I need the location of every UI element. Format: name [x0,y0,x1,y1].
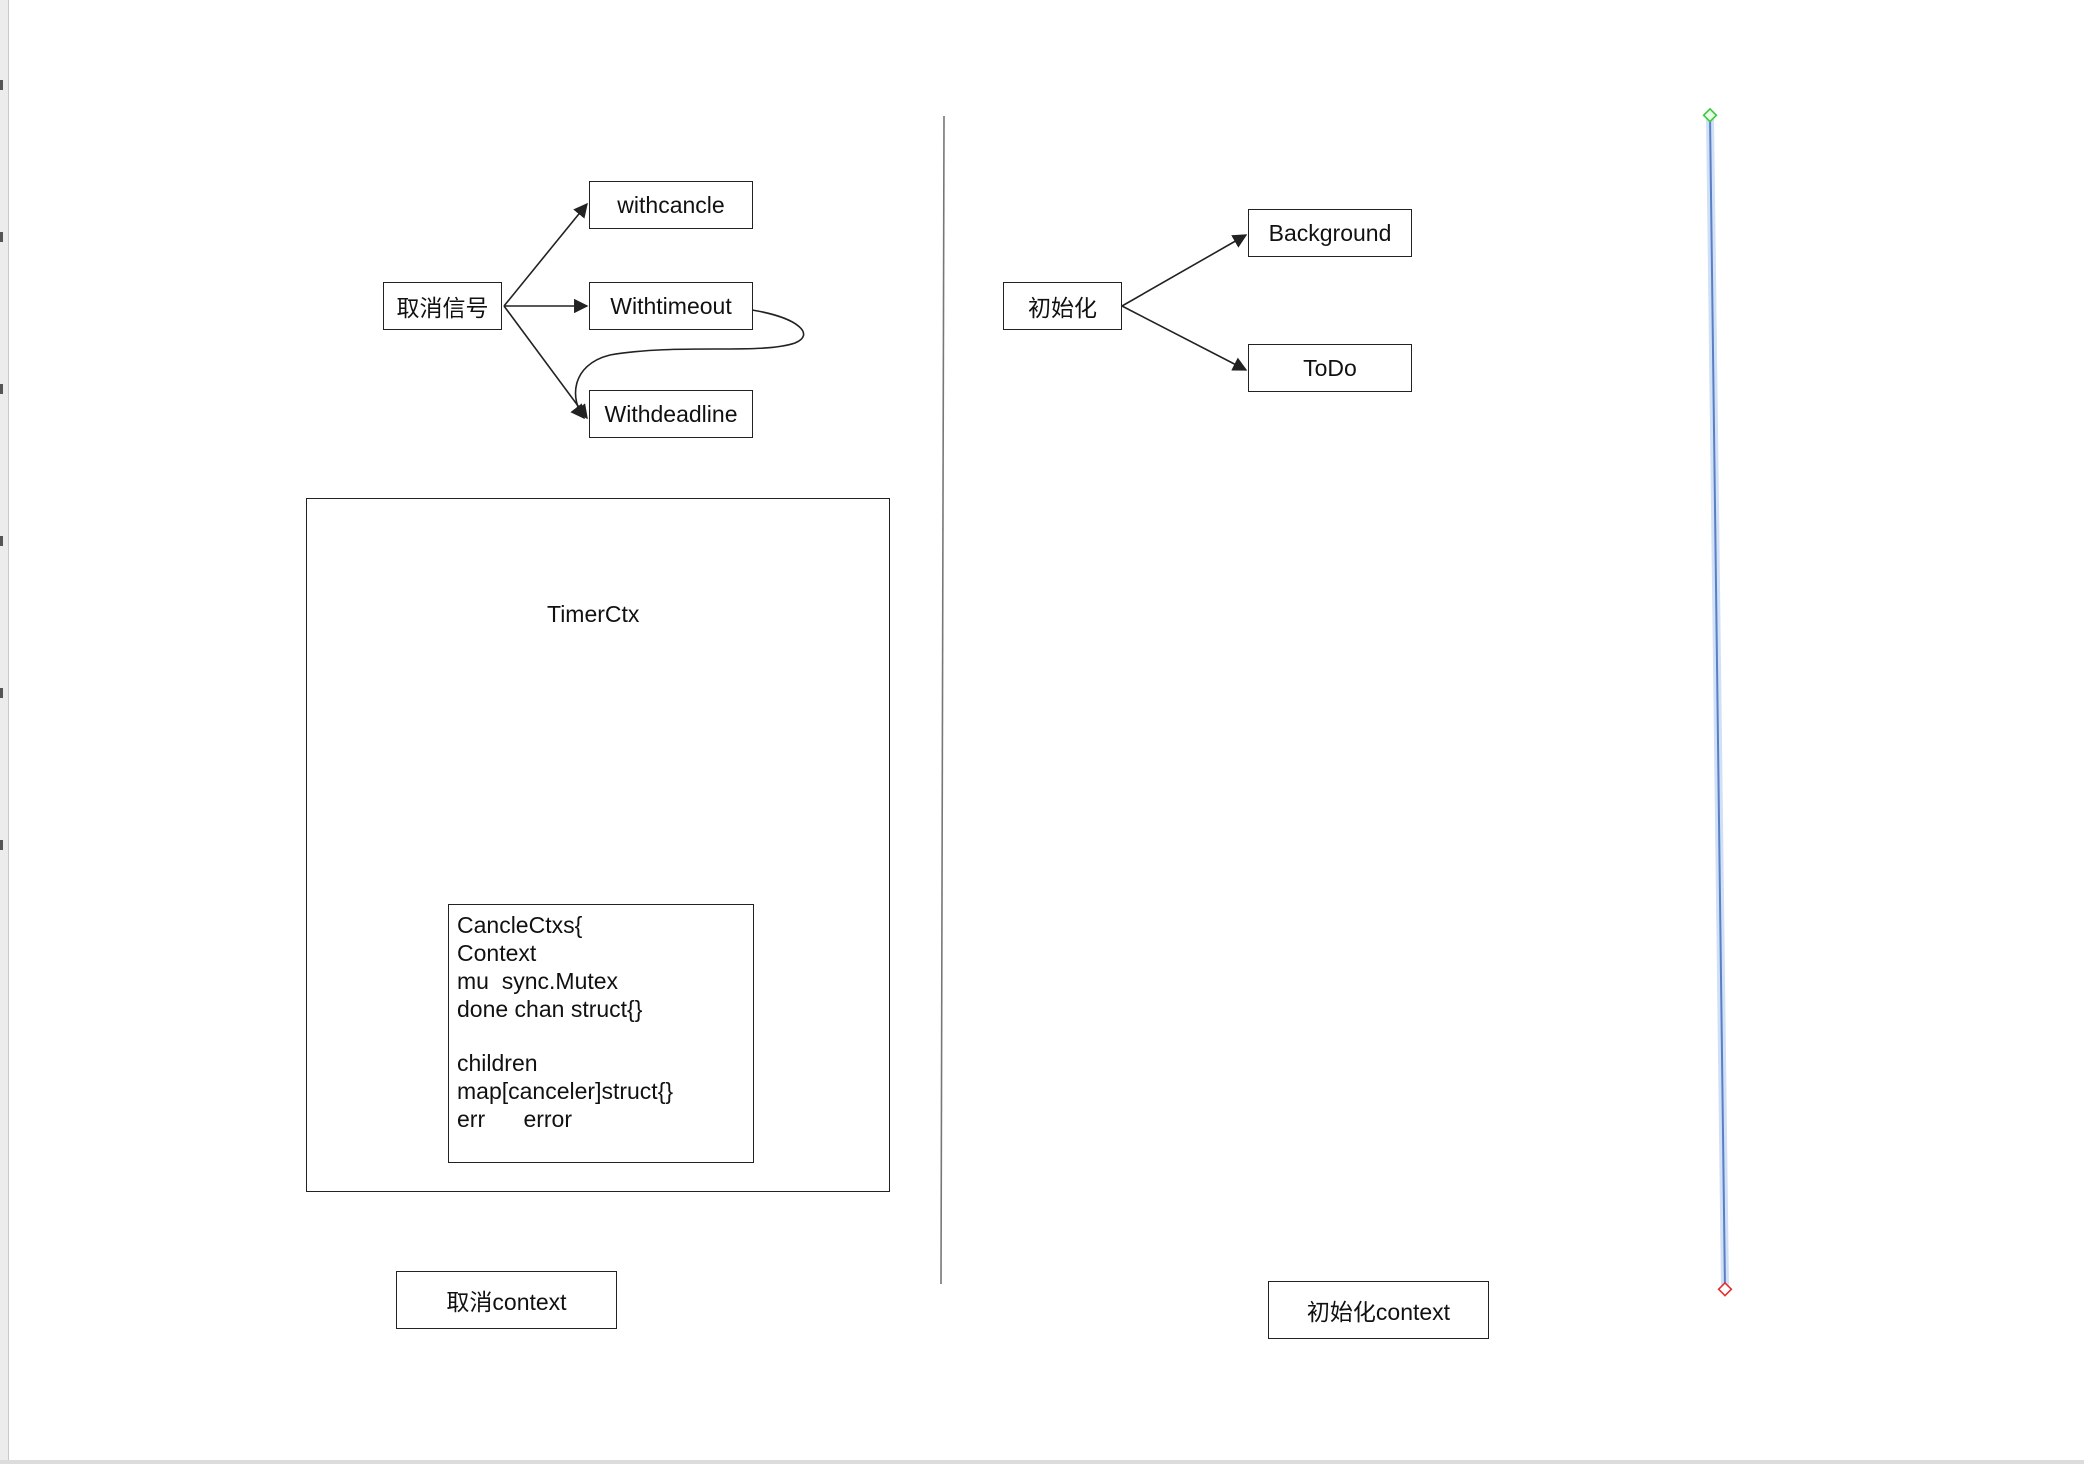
struct-line: Context [457,940,537,966]
node-withdeadline[interactable]: Withdeadline [589,390,753,438]
ruler-tick [0,384,3,394]
ruler-tick [0,232,3,242]
struct-line: CancleCtxs{ [457,912,583,938]
node-label: withcancle [617,191,725,218]
edge-cancel-to-withcancle [503,202,588,307]
caption-cancel-context[interactable]: 取消context [396,1271,617,1329]
struct-line: err error [457,1106,573,1132]
node-label: Background [1268,219,1392,246]
ruler-tick [0,536,3,546]
edge-withtimeout-to-withdeadline [570,309,805,420]
node-label: 初始化 [1028,295,1097,321]
cancelctx-struct-box[interactable]: CancleCtxs{ Context mu sync.Mutex done c… [448,904,754,1163]
caption-init-context[interactable]: 初始化context [1268,1281,1489,1339]
node-label: Withdeadline [604,400,738,427]
node-cancel-signal[interactable]: 取消信号 [383,282,502,330]
ruler-tick [0,840,3,850]
caption-label: 初始化context [1306,1299,1451,1325]
node-withtimeout[interactable]: Withtimeout [589,282,753,330]
vertical-ruler [0,0,9,1464]
line-end-handle [1717,1281,1733,1297]
page-bottom-edge [0,1460,2084,1464]
node-todo[interactable]: ToDo [1248,344,1412,392]
line-start-handle [1702,107,1718,123]
struct-line: mu sync.Mutex [457,968,619,994]
caption-label: 取消context [446,1289,567,1315]
struct-line: done chan struct{} [457,996,643,1022]
node-label: Withtimeout [610,292,732,319]
node-label: 取消信号 [396,295,489,321]
node-withcancle[interactable]: withcancle [589,181,753,229]
node-init[interactable]: 初始化 [1003,282,1122,330]
node-background[interactable]: Background [1248,209,1412,257]
ruler-tick [0,688,3,698]
ruler-tick [0,80,3,90]
timerctx-label: TimerCtx [547,601,640,627]
divider-line [940,115,945,1285]
selected-line [1709,115,1726,1291]
struct-line: children [457,1050,538,1076]
edge-init-to-todo [1121,305,1248,371]
struct-blank-line [457,1023,745,1049]
edge-cancel-to-withdeadline [503,305,588,420]
edge-init-to-background [1121,234,1248,307]
struct-line: map[canceler]struct{} [457,1078,674,1104]
node-label: ToDo [1303,354,1357,381]
